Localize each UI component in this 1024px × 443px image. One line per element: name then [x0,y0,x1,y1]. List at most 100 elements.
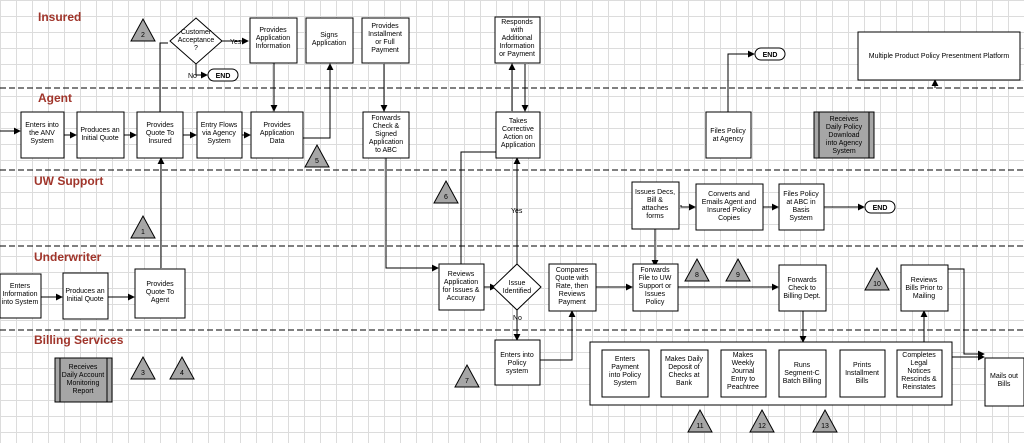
svg-text:END: END [873,205,888,212]
marker-triangle-7: 7 [454,363,480,388]
lane-title-agent: Agent [38,91,72,105]
svg-text:END: END [763,52,778,59]
edge-label-no: No [188,73,197,80]
marker-triangle-1: 1 [130,214,156,239]
svg-text:1: 1 [141,229,145,236]
svg-text:11: 11 [696,423,703,430]
terminator-end-insured: END [207,68,239,82]
marker-triangle-3: 3 [130,355,156,380]
billing-subprocess-container [589,341,953,406]
svg-text:2: 2 [141,32,145,39]
node-multiple-product-platform: Multiple Product Policy Presentment Plat… [857,31,1021,81]
marker-triangle-9: 9 [725,257,751,282]
svg-text:5: 5 [315,158,319,165]
svg-text:3: 3 [141,370,145,377]
svg-text:12: 12 [758,423,766,430]
terminator-end-files-policy: END [754,47,786,61]
lane-title-uw-support: UW Support [34,174,103,188]
edges [0,37,985,361]
svg-text:10: 10 [873,281,881,288]
svg-text:6: 6 [444,194,448,201]
marker-triangle-4: 4 [169,355,195,380]
svg-text:9: 9 [736,272,740,279]
svg-text:END: END [216,73,231,80]
lane-title-billing: Billing Services [34,333,124,347]
svg-text:4: 4 [180,370,184,377]
marker-triangle-5: 5 [304,143,330,168]
marker-triangle-8: 8 [684,257,710,282]
marker-triangle-13: 13 [812,408,838,433]
edge-label-no-mid: No [513,315,522,322]
marker-triangle-2: 2 [130,17,156,42]
edge-label-yes: Yes [230,39,242,46]
lane-title-insured: Insured [38,10,81,24]
edge-label-yes-mid: Yes [511,208,523,215]
svg-text:8: 8 [695,272,699,279]
marker-triangle-10: 10 [864,266,890,291]
